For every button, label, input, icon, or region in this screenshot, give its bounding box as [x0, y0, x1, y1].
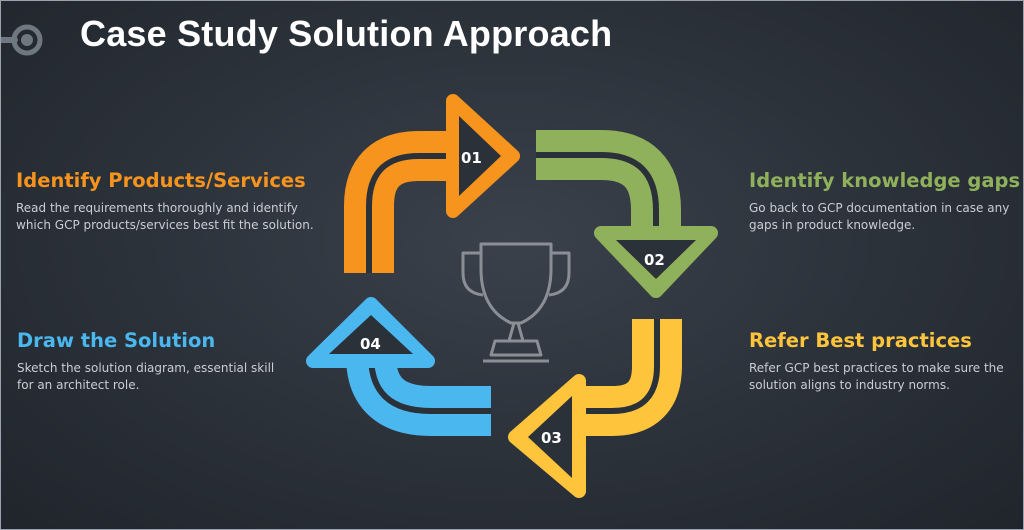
step-03-heading: Refer Best practices [749, 329, 972, 352]
step-03-description: Refer GCP best practices to make sure th… [749, 361, 1004, 392]
step-02-description: Go back to GCP documentation in case any… [749, 201, 1010, 232]
step-number-02: 02 [644, 251, 665, 269]
arrow-step-04 [306, 297, 491, 436]
step-04-block: Draw the Solution Sketch the solution di… [17, 329, 287, 394]
step-02-block: Identify knowledge gaps Go back to GCP d… [749, 169, 1021, 234]
step-04-description: Sketch the solution diagram, essential s… [17, 361, 275, 392]
trophy-icon [461, 242, 571, 363]
step-01-heading: Identify Products/Services [16, 169, 306, 192]
step-number-03: 03 [541, 429, 562, 447]
step-02-heading: Identify knowledge gaps [749, 169, 1021, 192]
step-number-01: 01 [461, 149, 482, 167]
logo-icon [1, 24, 43, 56]
step-01-block: Identify Products/Services Read the requ… [16, 169, 316, 234]
step-04-heading: Draw the Solution [17, 329, 216, 352]
step-number-04: 04 [360, 335, 381, 353]
page-title: Case Study Solution Approach [80, 13, 613, 54]
step-03-block: Refer Best practices Refer GCP best prac… [749, 329, 1019, 394]
arrow-step-02 [536, 130, 718, 298]
step-01-description: Read the requirements thoroughly and ide… [16, 201, 314, 232]
arrow-step-01 [344, 94, 520, 273]
arrow-step-03 [508, 319, 682, 498]
